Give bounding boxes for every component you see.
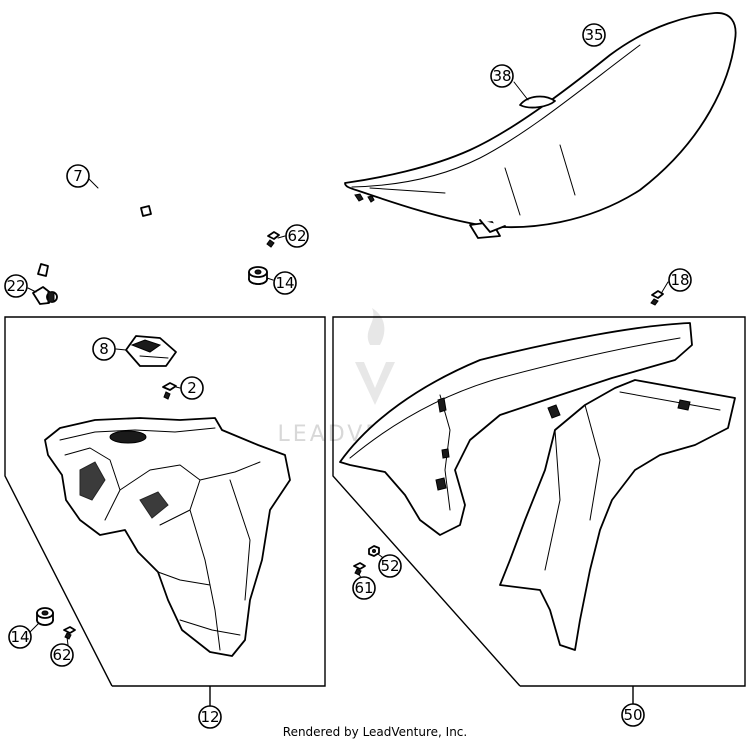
footer-credit: Rendered by LeadVenture, Inc. <box>282 725 468 739</box>
screw-61-part <box>353 562 366 576</box>
callout-61-label: 61 <box>354 579 373 597</box>
callout-7: 7 <box>66 164 90 188</box>
callout-14-bottom: 14 <box>8 625 32 649</box>
callout-22-label: 22 <box>6 277 25 295</box>
callout-14-top-label: 14 <box>275 274 294 292</box>
callout-7-label: 7 <box>73 167 83 185</box>
callout-18-label: 18 <box>670 271 689 289</box>
bushing-14-top-part <box>248 266 268 285</box>
radiator-shroud-right-part <box>499 379 736 651</box>
callout-50: 50 <box>621 703 645 727</box>
callout-35-label: 35 <box>584 26 603 44</box>
callout-18: 18 <box>668 268 692 292</box>
callout-12: 12 <box>198 705 222 729</box>
screw-2-part <box>162 382 177 400</box>
callout-2: 2 <box>180 376 204 400</box>
callout-2-label: 2 <box>187 379 197 397</box>
callout-38: 38 <box>490 64 514 88</box>
seat-part <box>344 12 737 239</box>
screw-18-part <box>650 290 664 306</box>
fuel-tank-part <box>44 417 291 657</box>
callout-61: 61 <box>352 576 376 600</box>
callout-62-top-label: 62 <box>287 227 306 245</box>
bushing-14-bottom-part <box>36 607 54 626</box>
watermark-logo-icon <box>355 308 395 405</box>
callout-62-bottom-label: 62 <box>52 646 71 664</box>
callout-62-top: 62 <box>285 224 309 248</box>
radiator-shroud-left-part <box>339 322 693 536</box>
callout-8: 8 <box>92 337 116 361</box>
breather-hose-part <box>37 181 152 277</box>
callout-52: 52 <box>378 554 402 578</box>
screw-62-bottom-part <box>63 626 76 640</box>
callout-14-top: 14 <box>273 271 297 295</box>
hose-fitting-part <box>32 286 58 305</box>
fuel-cap-part <box>125 335 177 367</box>
callout-8-label: 8 <box>99 340 109 358</box>
nut-52-part <box>368 545 380 557</box>
callout-12-label: 12 <box>200 708 219 726</box>
callout-50-label: 50 <box>623 706 642 724</box>
group-frame-12 <box>4 316 326 706</box>
callout-22: 22 <box>4 274 28 298</box>
screw-62-top-part <box>266 231 280 248</box>
callout-38-label: 38 <box>492 67 511 85</box>
callout-14-bottom-label: 14 <box>10 628 29 646</box>
callout-62-bottom: 62 <box>50 643 74 667</box>
callout-52-label: 52 <box>380 557 399 575</box>
group-frame-50 <box>332 316 746 706</box>
callout-35: 35 <box>582 23 606 47</box>
